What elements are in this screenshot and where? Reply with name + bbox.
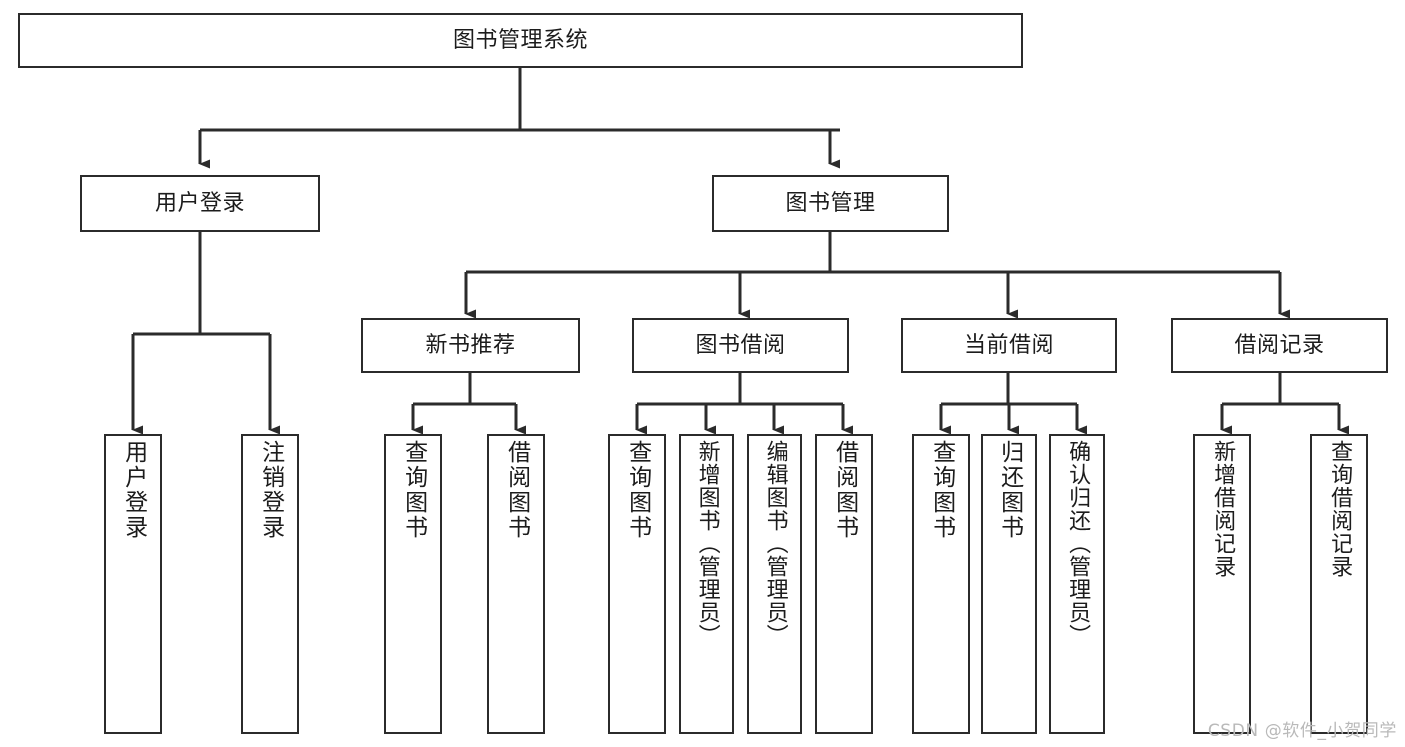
- node-leaf-query-books-current[interactable]: 查询图书: [912, 434, 970, 734]
- node-leaf-query-books-newbook[interactable]: 查询图书: [384, 434, 442, 734]
- node-label: 查询图书: [624, 440, 651, 540]
- node-label: 用户登录: [154, 190, 245, 216]
- node-label: 新增图书（管理员）: [694, 440, 720, 647]
- node-label: 借阅图书: [831, 440, 858, 540]
- node-root-book-management-system[interactable]: 图书管理系统: [18, 13, 1023, 68]
- node-label: 图书管理: [785, 190, 876, 216]
- watermark-text: CSDN @软件_小贺同学: [1207, 721, 1397, 741]
- node-leaf-borrow-books-newbook[interactable]: 借阅图书: [487, 434, 545, 734]
- node-label: 新书推荐: [425, 332, 516, 358]
- node-user-login[interactable]: 用户登录: [80, 175, 320, 232]
- node-current-borrowing[interactable]: 当前借阅: [901, 318, 1117, 373]
- node-leaf-edit-book-admin[interactable]: 编辑图书（管理员）: [747, 434, 802, 734]
- node-label: 查询图书: [928, 440, 955, 540]
- node-leaf-confirm-return-admin[interactable]: 确认归还（管理员）: [1049, 434, 1105, 734]
- node-leaf-logout[interactable]: 注销登录: [241, 434, 299, 734]
- node-label: 编辑图书（管理员）: [762, 440, 788, 647]
- node-leaf-user-login[interactable]: 用户登录: [104, 434, 162, 734]
- node-leaf-query-books-borrow[interactable]: 查询图书: [608, 434, 666, 734]
- node-leaf-query-borrow-record[interactable]: 查询借阅记录: [1310, 434, 1368, 734]
- node-book-management[interactable]: 图书管理: [712, 175, 949, 232]
- node-book-borrowing[interactable]: 图书借阅: [632, 318, 849, 373]
- node-label: 归还图书: [996, 440, 1023, 540]
- node-borrowing-records[interactable]: 借阅记录: [1171, 318, 1388, 373]
- node-label: 当前借阅: [963, 332, 1054, 358]
- node-leaf-add-book-admin[interactable]: 新增图书（管理员）: [679, 434, 734, 734]
- node-leaf-return-books[interactable]: 归还图书: [981, 434, 1037, 734]
- node-label: 借阅图书: [503, 440, 530, 540]
- node-label: 注销登录: [257, 440, 284, 540]
- node-label: 查询借阅记录: [1327, 440, 1353, 578]
- node-label: 借阅记录: [1234, 332, 1325, 358]
- node-label: 图书管理系统: [452, 27, 588, 53]
- node-leaf-add-borrow-record[interactable]: 新增借阅记录: [1193, 434, 1251, 734]
- node-leaf-borrow-books[interactable]: 借阅图书: [815, 434, 873, 734]
- node-label: 确认归还（管理员）: [1065, 440, 1091, 647]
- node-label: 查询图书: [400, 440, 427, 540]
- node-label: 新增借阅记录: [1210, 440, 1236, 578]
- node-label: 图书借阅: [695, 332, 786, 358]
- node-new-book-recommendation[interactable]: 新书推荐: [361, 318, 580, 373]
- node-label: 用户登录: [120, 440, 147, 540]
